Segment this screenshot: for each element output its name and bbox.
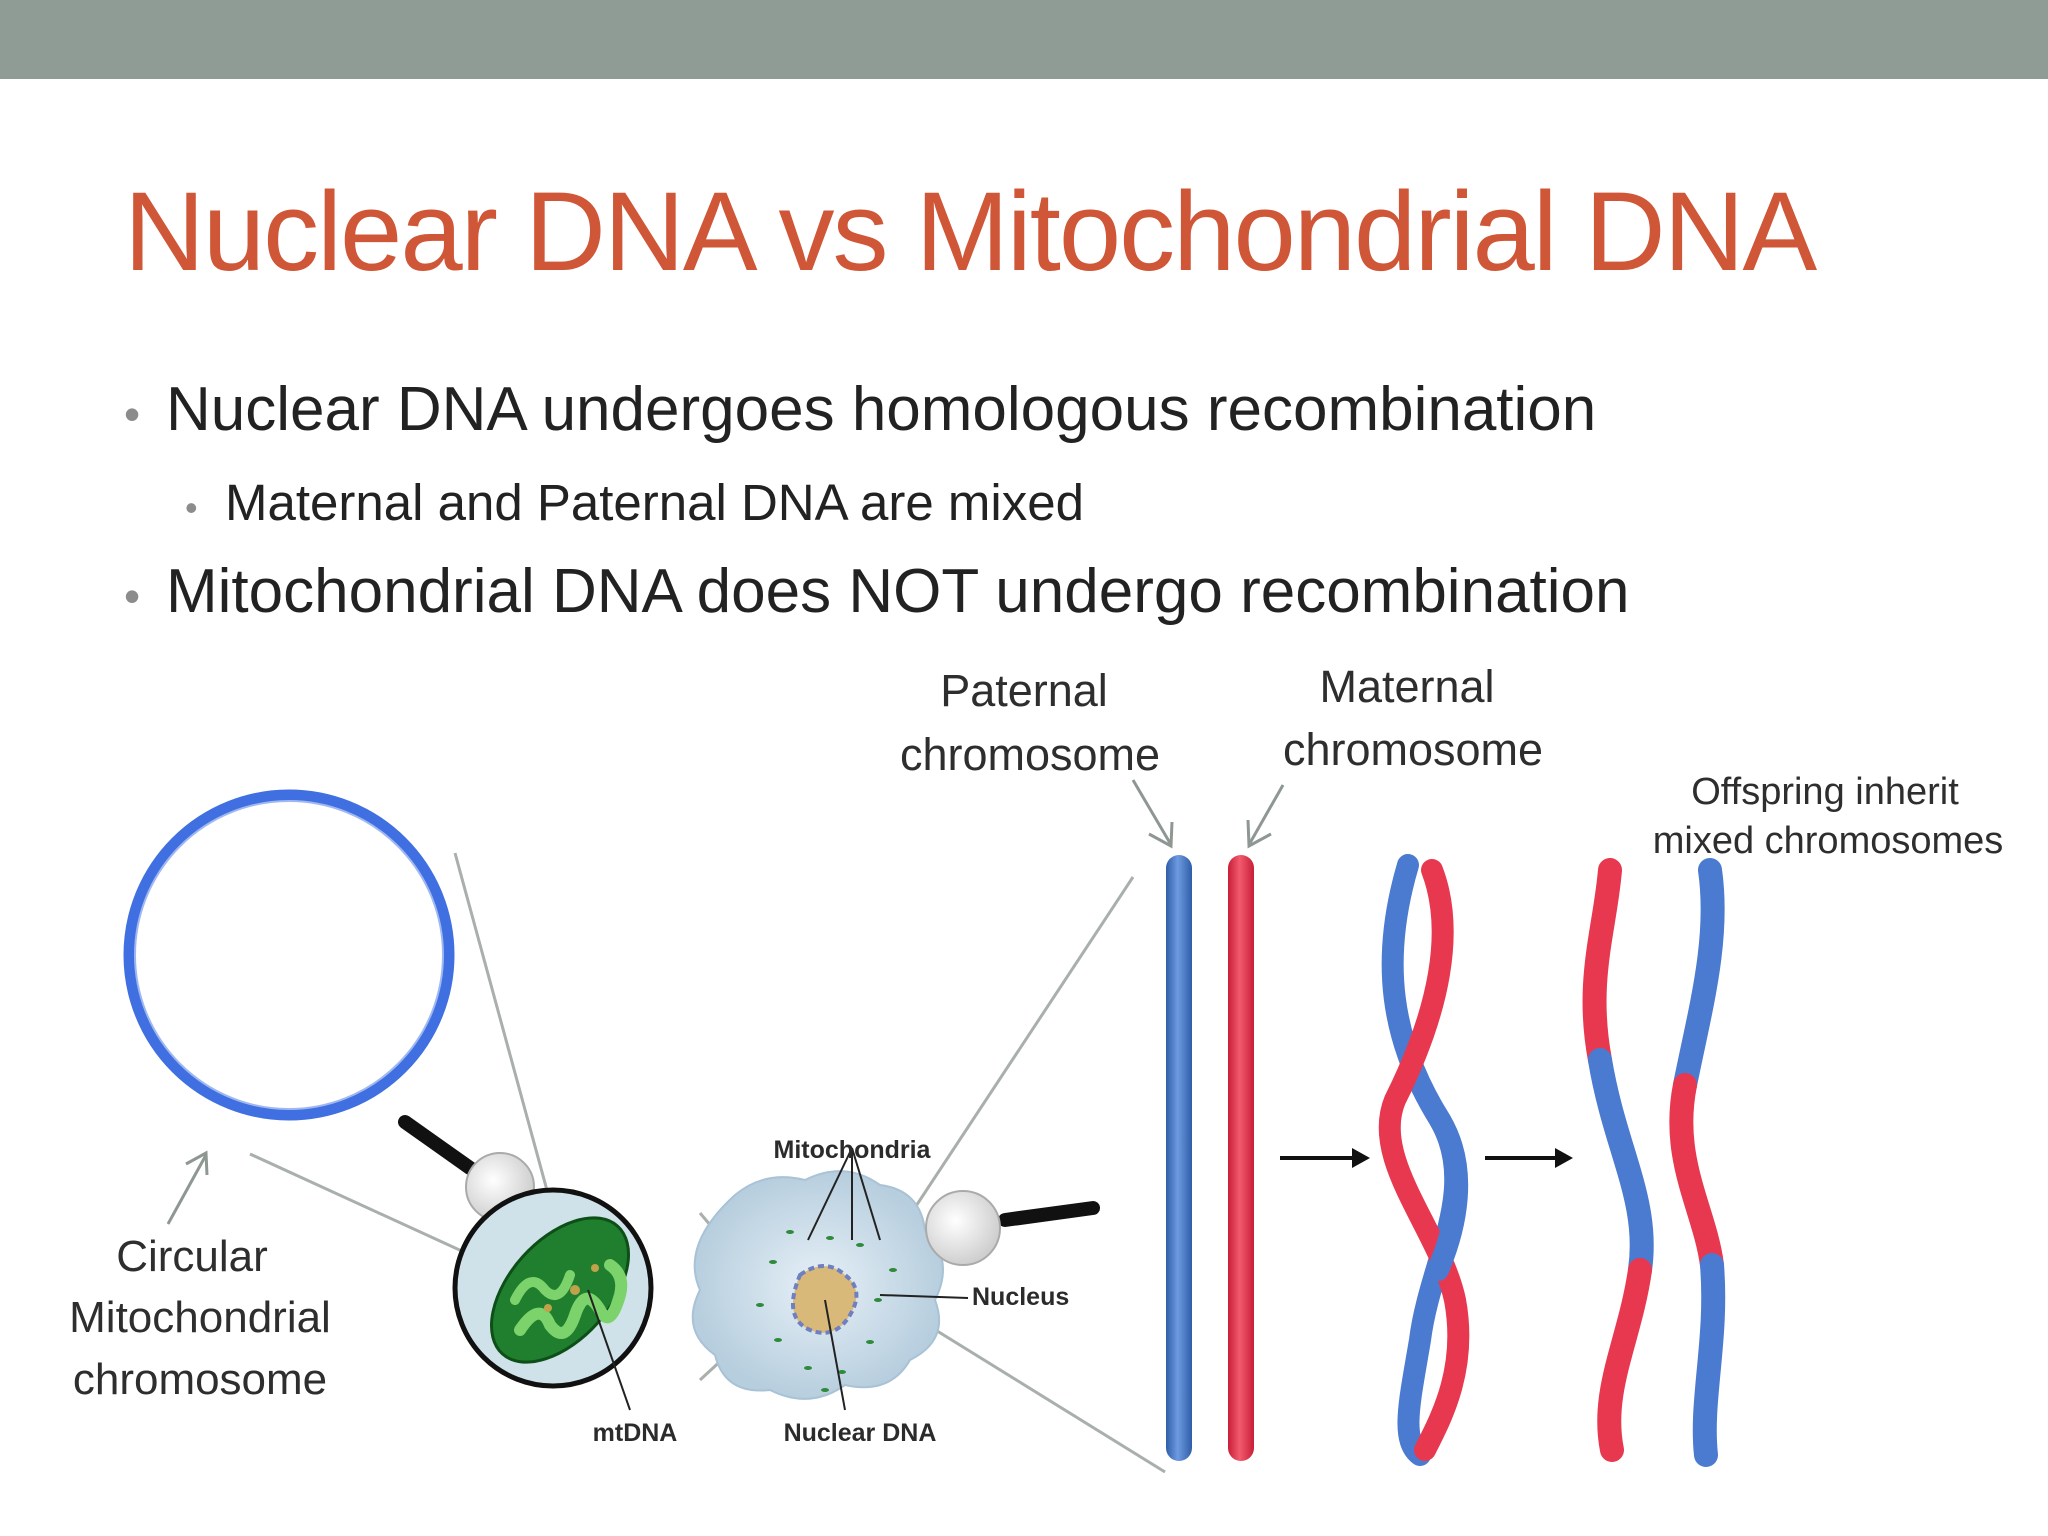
maternal-label-line2: chromosome <box>1283 724 1543 775</box>
offspring-label-line2: mixed chromosomes <box>1653 820 2004 862</box>
offspring-label-line1: Offspring inherit <box>1691 771 1959 813</box>
nuclear-dna-label: Nuclear DNA <box>784 1419 937 1447</box>
zoom-lines <box>250 853 1165 1472</box>
offspring-chromosomes <box>1595 870 1714 1455</box>
circular-label-line3: chromosome <box>73 1355 327 1404</box>
mtdna-label: mtDNA <box>593 1419 678 1447</box>
maternal-label-line1: Maternal <box>1319 661 1494 712</box>
arrow-right-icon <box>1485 1148 1573 1168</box>
nucleus-label: Nucleus <box>972 1283 1069 1311</box>
mitochondria-label: Mitochondria <box>774 1136 932 1164</box>
pointer-arrow <box>168 1153 207 1224</box>
pointer-arrows <box>1133 780 1283 846</box>
circular-label-line1: Circular <box>116 1232 268 1281</box>
mitochondrion-zoom <box>455 1190 655 1387</box>
arrow-right-icon <box>1280 1148 1370 1168</box>
circular-mtdna-ring <box>129 795 449 1115</box>
paternal-label-line1: Paternal <box>940 665 1108 716</box>
circular-label-line2: Mitochondrial <box>69 1293 331 1342</box>
crossing-over-pair <box>1390 865 1459 1455</box>
paternal-label-line2: chromosome <box>900 729 1160 780</box>
maternal-chromosome <box>1228 855 1254 1461</box>
magnifier-icon <box>926 1191 1093 1265</box>
paternal-chromosome <box>1166 855 1192 1461</box>
